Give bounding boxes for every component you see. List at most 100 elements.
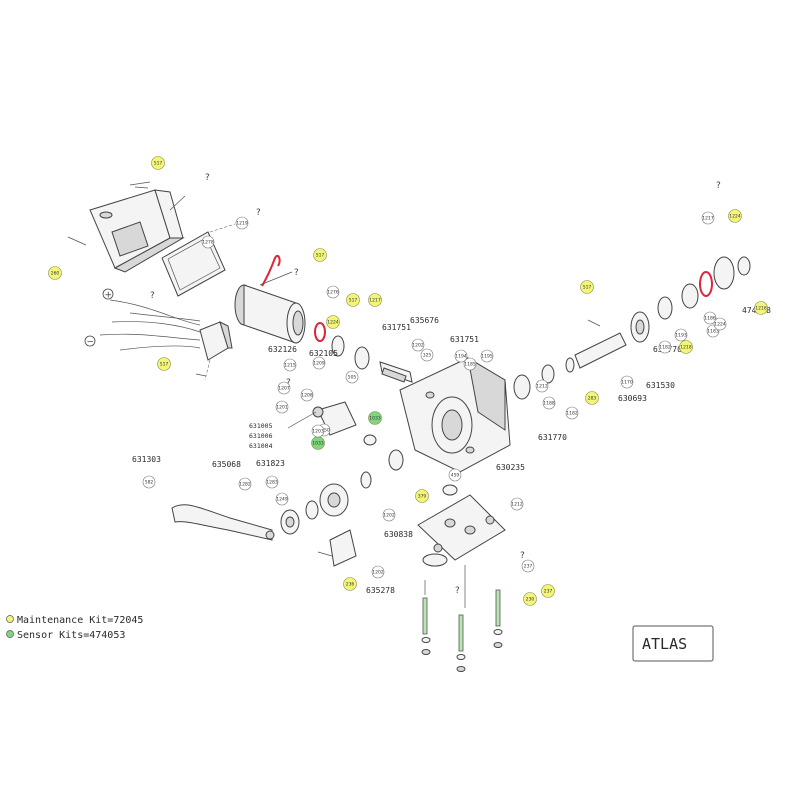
callout-label: 325 [423, 353, 432, 359]
pulley-assembly [280, 483, 349, 535]
callout-517: 517 [580, 280, 594, 294]
unknown-part-marks: ? ? ? ? ? ? ? ? [150, 173, 721, 596]
callout-517: 517 [313, 248, 327, 262]
callout-label: 505 [348, 375, 357, 381]
callout-label: 1217 [369, 298, 381, 304]
callout-label: 1215 [284, 363, 296, 369]
callout-label: 1182 [566, 411, 578, 417]
legend-sensor-kit: Sensor Kits=474053 [6, 630, 125, 641]
legend-maintenance-kit: Maintenance Kit=72045 [6, 615, 143, 626]
callout-459: 459 [448, 468, 462, 482]
gear-631530 [657, 296, 673, 320]
callout-1224: 1224 [713, 317, 727, 331]
callout-label: 1183 [707, 329, 719, 335]
callout-1224: 1224 [326, 315, 340, 329]
callout-1218: 1218 [679, 340, 693, 354]
callout-label: 517 [349, 298, 358, 304]
callout-1201: 1201 [275, 400, 289, 414]
electrical-cover-box [89, 181, 186, 273]
output-shaft [574, 311, 650, 369]
brand-box: ATLAS [632, 625, 714, 662]
motor [234, 254, 306, 344]
o-ring-right [699, 271, 713, 297]
part-631005: 631005 [249, 422, 273, 430]
part-631004: 631004 [249, 442, 273, 450]
bearing-631770-b [681, 283, 699, 309]
callout-1188: 1188 [542, 396, 556, 410]
bearing-left [388, 449, 404, 471]
callout-517: 517 [346, 293, 360, 307]
callout-1276: 1276 [326, 285, 340, 299]
callout-label: 1194 [455, 354, 467, 360]
callout-1186: 1186 [703, 311, 717, 325]
callout-label: 1282 [239, 482, 251, 488]
bearing-inner-a [541, 364, 555, 384]
callout-label: 230 [526, 597, 535, 603]
callout-label: 1201 [276, 405, 288, 411]
part-631823: 631823 [256, 459, 285, 468]
callout-label: 1218 [680, 345, 692, 351]
worm-shaft [379, 361, 413, 383]
callout-1170: 1170 [620, 375, 634, 389]
bushing-459 [442, 484, 458, 496]
callout-1033: 1033 [368, 411, 382, 425]
brake-assembly [287, 401, 377, 446]
callout-1218: 1218 [754, 301, 768, 315]
callout-230: 230 [523, 592, 537, 606]
part-630838: 630838 [384, 530, 413, 539]
callout-label: 1224 [714, 322, 726, 328]
callout-label: 1193 [675, 333, 687, 339]
callout-label: 517 [160, 362, 169, 368]
legend: Maintenance Kit=72045 Sensor Kits=474053 [6, 615, 143, 641]
part-632126: 632126 [268, 345, 297, 354]
callout-1249: 1249 [275, 492, 289, 506]
svg-text:−: − [87, 338, 95, 348]
callout-1212: 1212 [535, 379, 549, 393]
seal-cover-474028 [713, 256, 735, 290]
callout-label: 1217 [702, 216, 714, 222]
callout-label: 260 [51, 271, 60, 277]
svg-text:?: ? [205, 173, 210, 183]
callout-label: 1170 [621, 380, 633, 386]
callout-label: 1033 [369, 416, 381, 422]
o-ring-motor [314, 322, 326, 342]
callout-label: 1202 [372, 570, 384, 576]
motor-seal [354, 346, 370, 370]
motor-bearing [331, 335, 345, 357]
callout-517: 517 [151, 156, 165, 170]
callout-236: 236 [343, 577, 357, 591]
callout-1202: 1202 [382, 508, 396, 522]
callout-label: 1208 [301, 393, 313, 399]
callout-1219: 1219 [235, 216, 249, 230]
callout-283: 283 [585, 391, 599, 405]
svg-text:?: ? [520, 551, 525, 561]
callout-237: 237 [521, 559, 535, 573]
callout-1033: 1033 [311, 436, 325, 450]
callout-1209: 1209 [312, 356, 326, 370]
part-635676: 635676 [410, 316, 439, 325]
capacitor-block [199, 321, 233, 381]
legend-maintenance-text: Maintenance Kit=72045 [17, 615, 143, 626]
callout-1282: 1282 [238, 477, 252, 491]
callout-1203: 1203 [311, 424, 325, 438]
callout-1182: 1182 [565, 406, 579, 420]
callout-label: 237 [524, 564, 533, 570]
part-631751b: 631751 [450, 335, 479, 344]
callout-label: 1207 [278, 386, 290, 392]
callout-1194: 1194 [454, 349, 468, 363]
callout-1207: 1207 [277, 381, 291, 395]
brand-text: ATLAS [642, 635, 687, 653]
part-630693: 630693 [618, 394, 647, 403]
callout-label: 1283 [266, 480, 278, 486]
callout-label: 1224 [729, 214, 741, 220]
callout-517: 517 [157, 357, 171, 371]
callout-label: 1188 [543, 401, 555, 407]
screw-bolts-left [67, 186, 207, 377]
svg-text:?: ? [716, 181, 721, 191]
callout-label: 1276 [327, 290, 339, 296]
callout-label: 1219 [236, 221, 248, 227]
callout-1217: 1217 [701, 211, 715, 225]
callout-label: 517 [154, 161, 163, 167]
part-635278: 635278 [366, 586, 395, 595]
